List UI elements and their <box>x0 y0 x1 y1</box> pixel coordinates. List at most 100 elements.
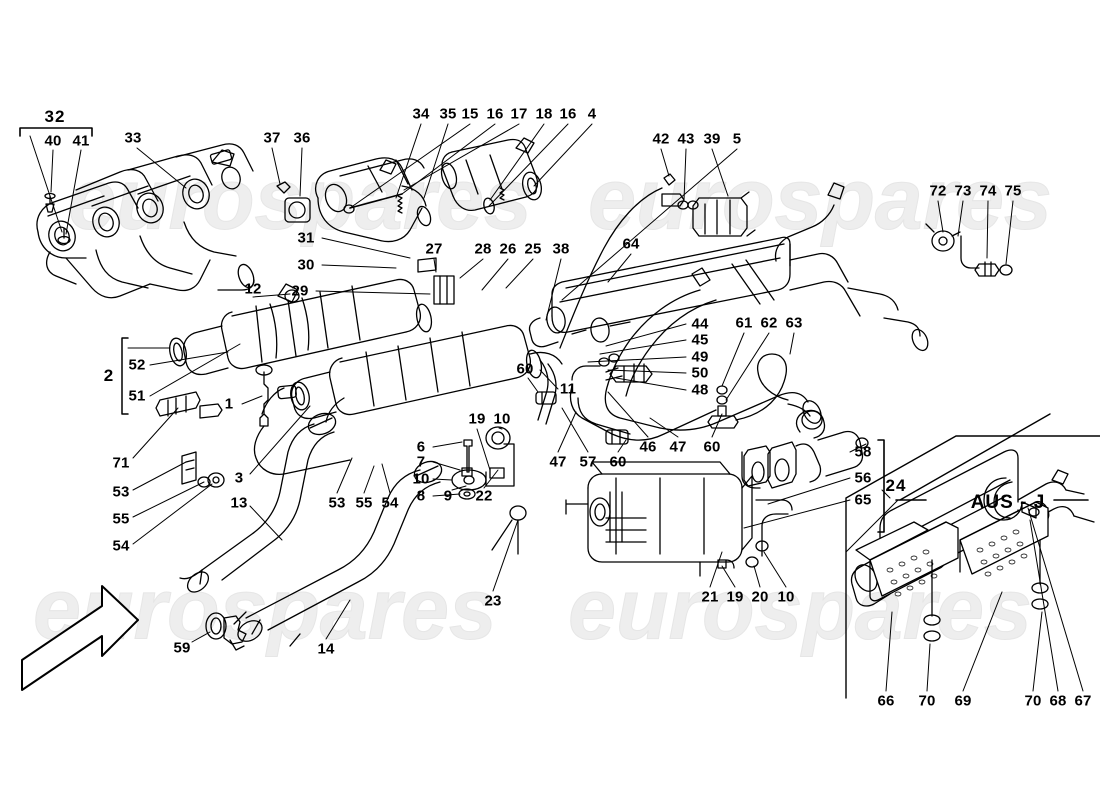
callout-10: 10 <box>412 470 430 488</box>
callout-38: 38 <box>552 240 570 258</box>
callout-64: 64 <box>622 235 640 253</box>
callout-50: 50 <box>691 364 709 382</box>
callout-40: 40 <box>44 132 62 150</box>
callout-36: 36 <box>293 129 311 147</box>
callout-19: 19 <box>468 410 486 428</box>
callout-54: 54 <box>112 537 130 555</box>
callout-54: 54 <box>381 494 399 512</box>
callout-52: 52 <box>128 356 146 374</box>
callout-48: 48 <box>691 381 709 399</box>
callout-55: 55 <box>355 494 373 512</box>
callout-22: 22 <box>475 487 493 505</box>
callout-17: 17 <box>510 105 528 123</box>
callout-55: 55 <box>112 510 130 528</box>
inset-panel-aus-j <box>845 413 1100 699</box>
callout-49: 49 <box>691 348 709 366</box>
part-manifold-33 <box>36 143 255 299</box>
callout-5: 5 <box>732 130 742 148</box>
callout-31: 31 <box>297 229 315 247</box>
callout-69: 69 <box>954 692 972 710</box>
callout-21: 21 <box>701 588 719 606</box>
callout-32: 32 <box>44 107 66 126</box>
callout-6: 6 <box>416 438 426 456</box>
callout-57: 57 <box>579 453 597 471</box>
callout-29: 29 <box>291 282 309 300</box>
callout-30: 30 <box>297 256 315 274</box>
callout-47: 47 <box>669 438 687 456</box>
callout-72: 72 <box>929 182 947 200</box>
part-muffler-21 <box>565 461 793 577</box>
callout-73: 73 <box>954 182 972 200</box>
callout-56: 56 <box>854 469 872 487</box>
callout-46: 46 <box>639 438 657 456</box>
callout-34: 34 <box>412 105 430 123</box>
callout-42: 42 <box>652 130 670 148</box>
callout-12: 12 <box>244 280 262 298</box>
callout-37: 37 <box>263 129 281 147</box>
callout-25: 25 <box>524 240 542 258</box>
callout-7: 7 <box>416 453 426 471</box>
callout-68: 68 <box>1049 692 1067 710</box>
callout-62: 62 <box>760 314 778 332</box>
part-rear-hanger-72-75 <box>925 223 1013 277</box>
part-pipe-assembly-4-16-18 <box>440 137 543 215</box>
callout-75: 75 <box>1004 182 1022 200</box>
direction-arrow <box>21 585 139 691</box>
callout-3: 3 <box>234 469 244 487</box>
callout-39: 39 <box>703 130 721 148</box>
callout-20: 20 <box>751 588 769 606</box>
callout-41: 41 <box>72 132 90 150</box>
callout-43: 43 <box>677 130 695 148</box>
callout-10: 10 <box>777 588 795 606</box>
callout-33: 33 <box>124 129 142 147</box>
callout-35: 35 <box>439 105 457 123</box>
part-rear-silencer-5 <box>528 182 929 352</box>
callout-10: 10 <box>493 410 511 428</box>
callout-15: 15 <box>461 105 479 123</box>
variant-label-aus-j: AUS - J <box>970 492 1046 513</box>
callout-58: 58 <box>854 443 872 461</box>
callout-8: 8 <box>416 487 426 505</box>
callout-14: 14 <box>317 640 335 658</box>
bracket-32 <box>19 127 93 137</box>
callout-63: 63 <box>785 314 803 332</box>
callout-18: 18 <box>535 105 553 123</box>
callout-59: 59 <box>173 639 191 657</box>
callout-26: 26 <box>499 240 517 258</box>
callout-23: 23 <box>484 592 502 610</box>
callout-74: 74 <box>979 182 997 200</box>
callout-24: 24 <box>885 476 907 495</box>
part-downpipe-13 <box>179 412 337 625</box>
callout-16: 16 <box>559 105 577 123</box>
leader-lines <box>29 123 1084 692</box>
part-lambda-sensor-1 <box>253 364 351 476</box>
callout-70: 70 <box>1024 692 1042 710</box>
part-hoses-44-60 <box>529 351 811 445</box>
part-gasket-36-37 <box>276 181 311 223</box>
callout-60: 60 <box>516 360 534 378</box>
part-downpipe-14 <box>237 460 443 647</box>
part-connectors-left <box>155 391 225 488</box>
callout-45: 45 <box>691 331 709 349</box>
callout-61: 61 <box>735 314 753 332</box>
callout-19: 19 <box>726 588 744 606</box>
part-clamp-59 <box>205 612 247 651</box>
part-fasteners-6-22 <box>451 426 515 500</box>
part-tailpipe-upper <box>604 267 822 431</box>
callout-71: 71 <box>112 454 130 472</box>
callout-66: 66 <box>877 692 895 710</box>
callout-16: 16 <box>486 105 504 123</box>
callout-28: 28 <box>474 240 492 258</box>
callout-53: 53 <box>328 494 346 512</box>
callout-53: 53 <box>112 483 130 501</box>
callout-51: 51 <box>128 387 146 405</box>
callout-67: 67 <box>1074 692 1092 710</box>
part-control-box-39 <box>559 173 756 349</box>
callout-1: 1 <box>224 395 234 413</box>
callout-47: 47 <box>549 453 567 471</box>
watermark: eurospares <box>588 151 1053 248</box>
callout-11: 11 <box>559 380 577 398</box>
part-rear-pipe-24 <box>741 409 885 533</box>
